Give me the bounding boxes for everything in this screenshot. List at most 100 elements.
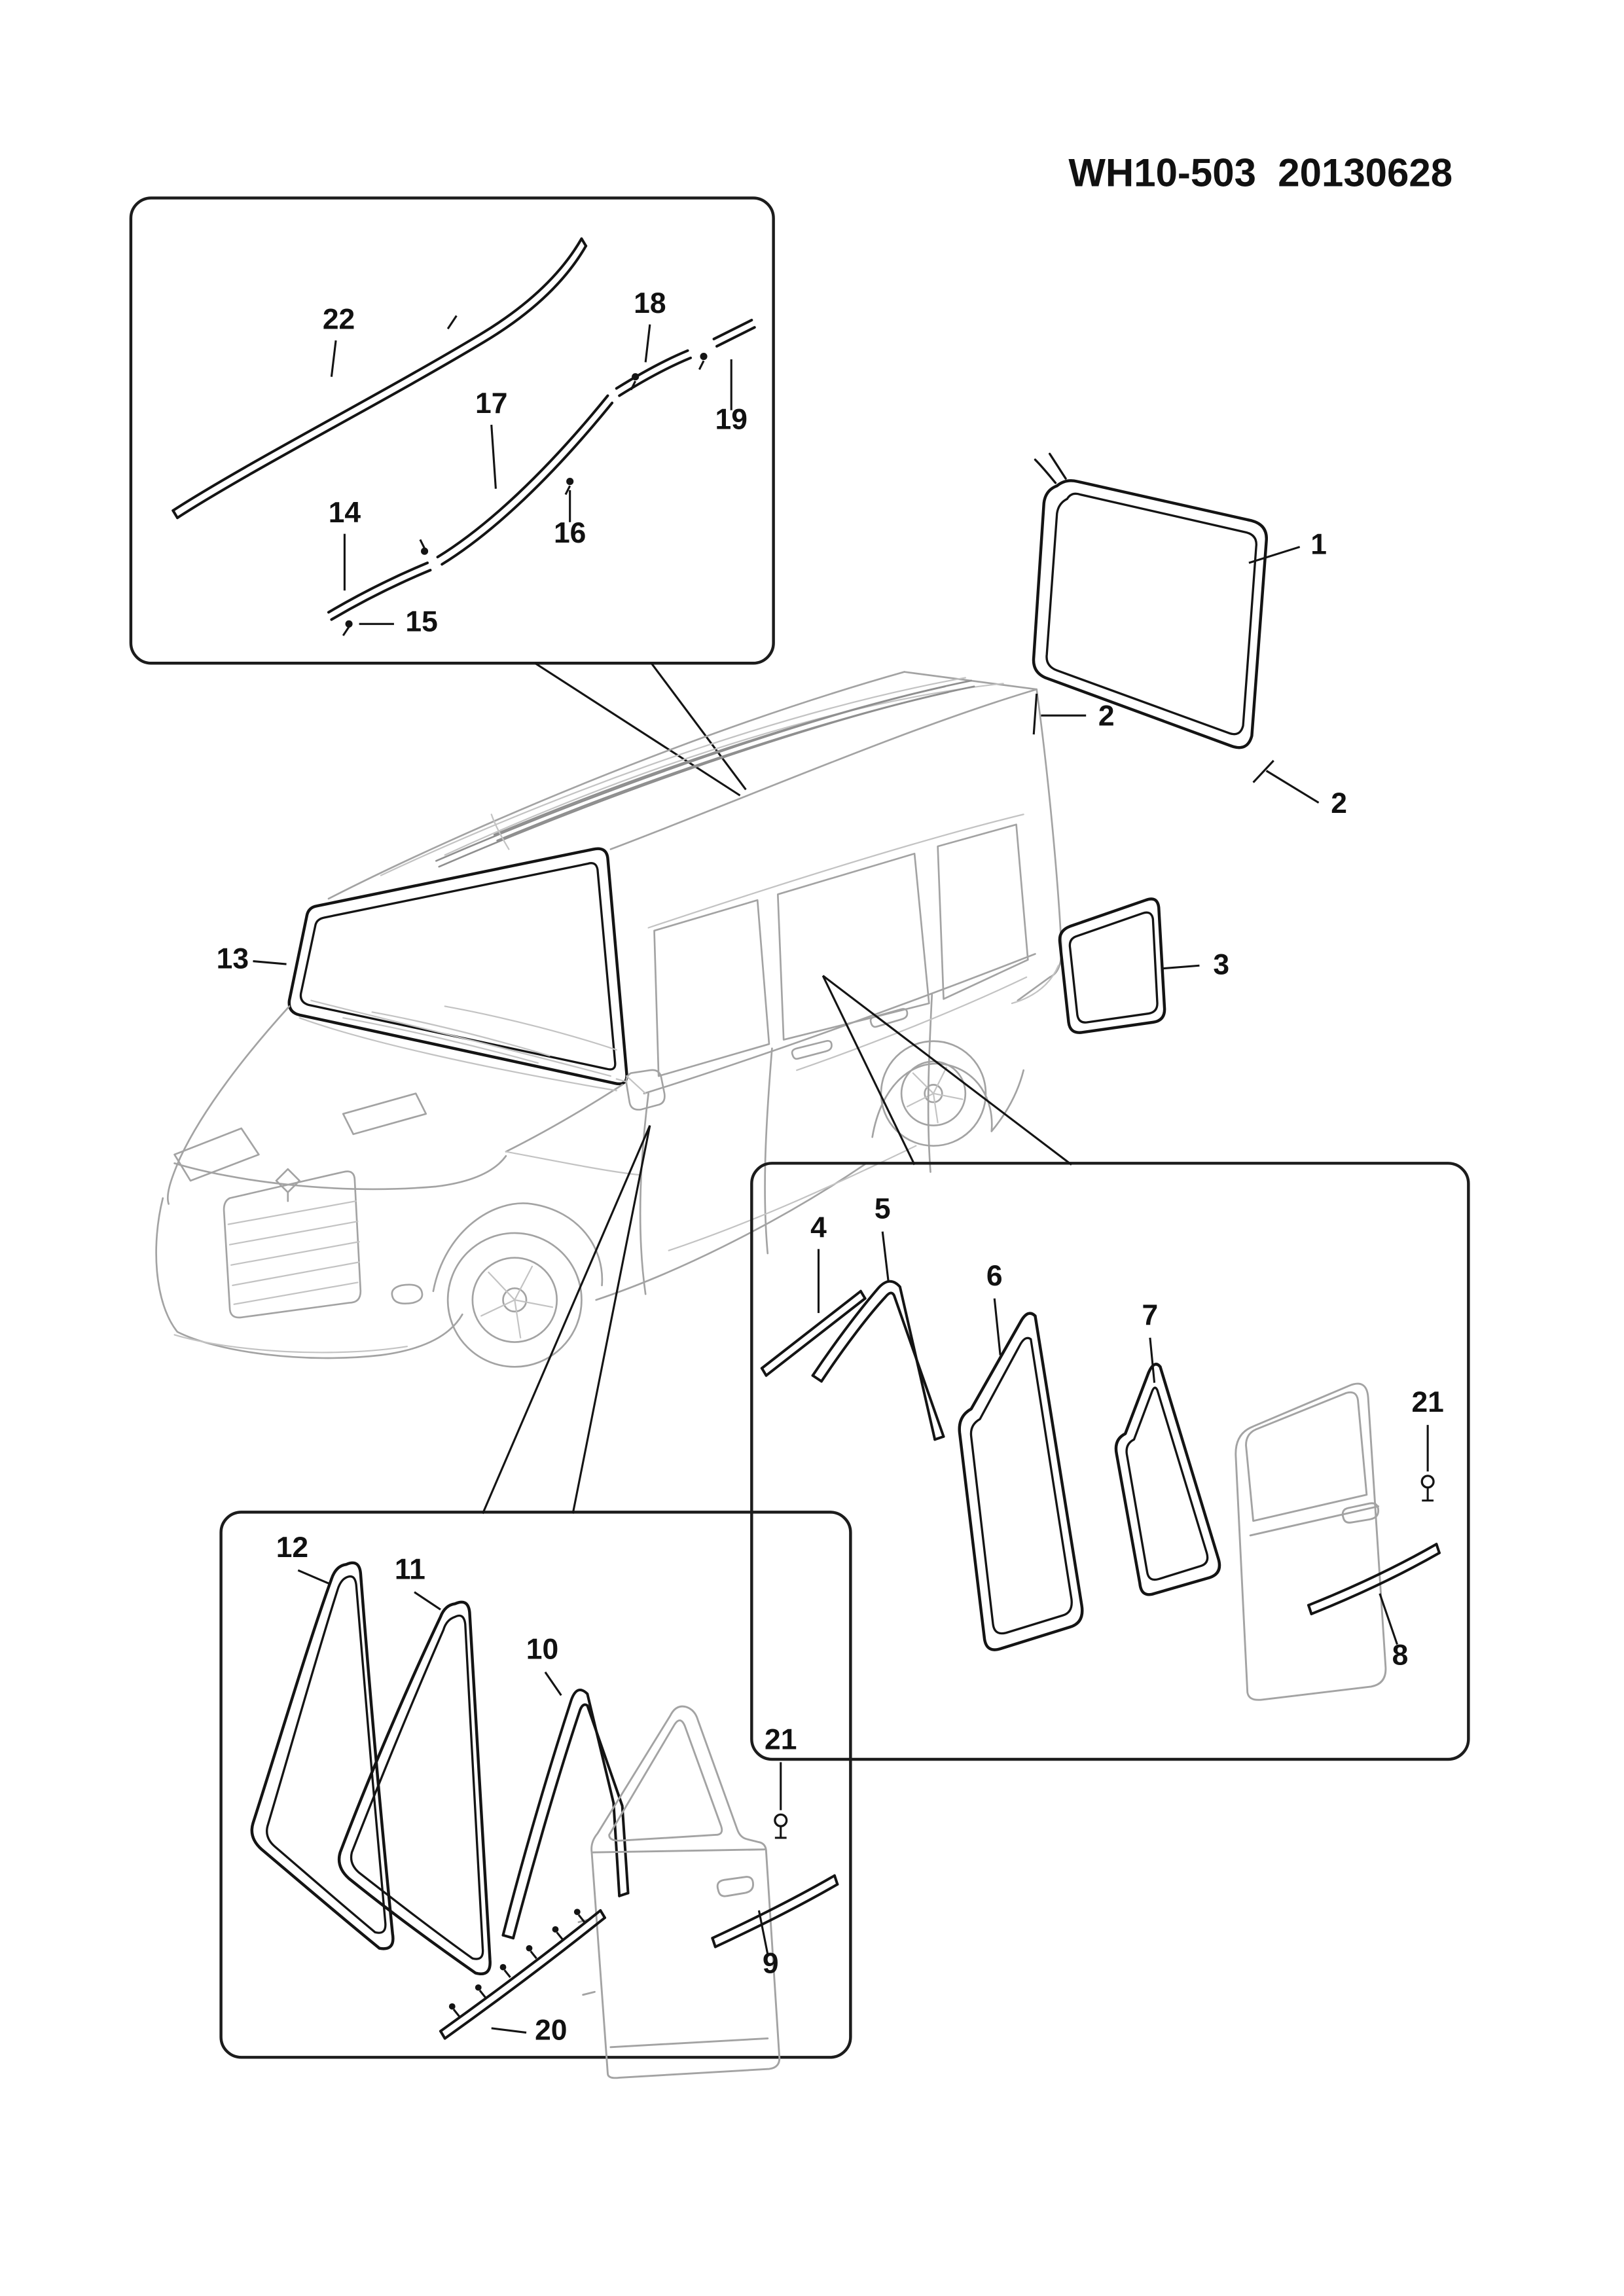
detail-box-front-door: 12 11 10 21 9 20 bbox=[219, 1124, 852, 2079]
van-logo bbox=[275, 1168, 300, 1202]
callout-leader-6 bbox=[993, 1298, 1001, 1355]
rear-box-leader-1 bbox=[821, 975, 916, 1166]
part-3-quarter-seal bbox=[1058, 897, 1166, 1034]
callout-leader-20 bbox=[491, 2027, 527, 2034]
callout-label-10: 10 bbox=[526, 1634, 558, 1666]
part-20-strip bbox=[439, 1909, 606, 2040]
part-5-run-channel bbox=[811, 1280, 945, 1441]
van-slider-front-seam bbox=[764, 1047, 773, 1255]
detail-box-rear-door: 4 5 6 7 21 8 bbox=[750, 975, 1470, 1761]
part-12-door-seal bbox=[250, 1561, 395, 1950]
part-1-window-seal bbox=[1032, 452, 1268, 749]
van-headlamp-right bbox=[342, 1092, 427, 1136]
callout-leader-2b bbox=[1252, 760, 1320, 804]
roof-molding-clips bbox=[342, 353, 708, 636]
van-fog-lamp bbox=[391, 1283, 424, 1304]
part-11-door-seal bbox=[337, 1600, 492, 1975]
callout-leader-9 bbox=[757, 1910, 769, 1954]
van-beltline bbox=[643, 953, 1036, 1095]
callout-label-16: 16 bbox=[554, 517, 586, 549]
van-front-tire bbox=[446, 1232, 583, 1368]
callout-leader-1 bbox=[1248, 546, 1301, 564]
van-front-door-glass bbox=[653, 899, 770, 1077]
front-door-panel bbox=[577, 1705, 781, 2079]
callout-leader-3 bbox=[1163, 964, 1200, 970]
van-roof-rail-right bbox=[493, 679, 973, 836]
roof-box-frame bbox=[129, 196, 775, 665]
rear-door-panel bbox=[1235, 1382, 1387, 1701]
rear-door-box-frame bbox=[750, 1162, 1470, 1761]
van-rear-rim bbox=[900, 1060, 967, 1126]
callout-label-7: 7 bbox=[1142, 1299, 1159, 1331]
part-13-windshield-seal bbox=[287, 847, 628, 1086]
part-8-belt-molding bbox=[1307, 1543, 1441, 1615]
page-title: WH10-503 20130628 bbox=[1068, 151, 1453, 195]
van-quarter-glass bbox=[937, 823, 1029, 1000]
van-slider-rear-seam bbox=[927, 994, 933, 1173]
part-10-glass-run bbox=[501, 1689, 630, 1940]
part-21-clip-right bbox=[1420, 1475, 1435, 1502]
callout-label-13: 13 bbox=[217, 943, 249, 975]
callout-label-11: 11 bbox=[395, 1554, 425, 1586]
rear-box-leader-2 bbox=[822, 975, 1072, 1166]
callout-label-22: 22 bbox=[323, 303, 355, 335]
callout-label-14: 14 bbox=[329, 497, 361, 529]
front-box-leader-1 bbox=[481, 1124, 651, 1515]
callout-label-1: 1 bbox=[1310, 529, 1327, 561]
callout-label-3: 3 bbox=[1213, 949, 1229, 981]
roof-box-leader-2 bbox=[650, 662, 747, 791]
van-bumper bbox=[155, 1197, 463, 1359]
van-wiper-1 bbox=[342, 1017, 539, 1064]
van-roof-right-edge bbox=[609, 688, 1038, 850]
part-14-17-18-roof-molding bbox=[327, 349, 693, 621]
van-rear-edge bbox=[1017, 688, 1062, 1001]
van-slider-handle bbox=[869, 1008, 909, 1028]
callout-leader-10 bbox=[544, 1671, 562, 1696]
van-headlamp-left bbox=[173, 1127, 260, 1182]
van-hood-left bbox=[166, 1005, 291, 1205]
callout-label-8: 8 bbox=[1392, 1640, 1409, 1672]
front-box-leader-2 bbox=[571, 1125, 651, 1514]
callout-leader-7 bbox=[1149, 1337, 1156, 1383]
callout-label-21-bottom: 21 bbox=[765, 1723, 797, 1755]
callout-leader-22 bbox=[330, 340, 337, 377]
callout-label-21-right: 21 bbox=[1411, 1386, 1443, 1418]
part-4-strip bbox=[760, 1289, 867, 1377]
van-roof-left-edge bbox=[327, 671, 905, 900]
part-7-door-seal bbox=[1114, 1363, 1221, 1596]
van-front-wheel-arch bbox=[432, 1202, 604, 1293]
callout-leader-8 bbox=[1379, 1593, 1398, 1645]
van-grille bbox=[223, 1170, 362, 1319]
callout-label-5: 5 bbox=[875, 1193, 891, 1225]
callout-leader-12 bbox=[297, 1569, 329, 1585]
callout-label-9: 9 bbox=[763, 1947, 779, 1979]
callout-label-4: 4 bbox=[810, 1212, 827, 1244]
part-6-door-seal bbox=[958, 1312, 1084, 1651]
callout-leader-17 bbox=[490, 424, 497, 489]
part-22-roof-molding bbox=[171, 237, 588, 520]
detail-box-roof-moldings: 22 18 17 16 14 19 15 bbox=[129, 196, 775, 797]
part-9-belt-molding bbox=[711, 1874, 839, 1948]
van-hood-front bbox=[173, 1155, 507, 1191]
callout-label-2a: 2 bbox=[1098, 700, 1115, 732]
callout-label-6: 6 bbox=[986, 1260, 1003, 1292]
van-illustration: 13 bbox=[155, 671, 1062, 1368]
callout-label-17: 17 bbox=[475, 387, 507, 420]
front-door-box-frame bbox=[219, 1511, 852, 2059]
callout-label-15: 15 bbox=[405, 605, 437, 637]
callout-leader-11 bbox=[414, 1591, 441, 1611]
roof-box-leader-1 bbox=[534, 662, 741, 797]
van-antenna bbox=[490, 814, 510, 850]
van-hood-right bbox=[505, 1084, 623, 1153]
van-wiper-2 bbox=[444, 1005, 617, 1051]
callout-label-2b: 2 bbox=[1331, 787, 1347, 819]
van-front-door-seam bbox=[639, 1092, 649, 1295]
callout-leader-18 bbox=[644, 324, 651, 363]
callout-label-12: 12 bbox=[276, 1532, 308, 1564]
callout-label-20: 20 bbox=[535, 2015, 567, 2047]
callout-label-18: 18 bbox=[634, 287, 666, 319]
part-19-end-piece bbox=[712, 319, 756, 348]
part-21-clip-bottom bbox=[774, 1813, 788, 1839]
van-door-handle bbox=[791, 1039, 833, 1060]
